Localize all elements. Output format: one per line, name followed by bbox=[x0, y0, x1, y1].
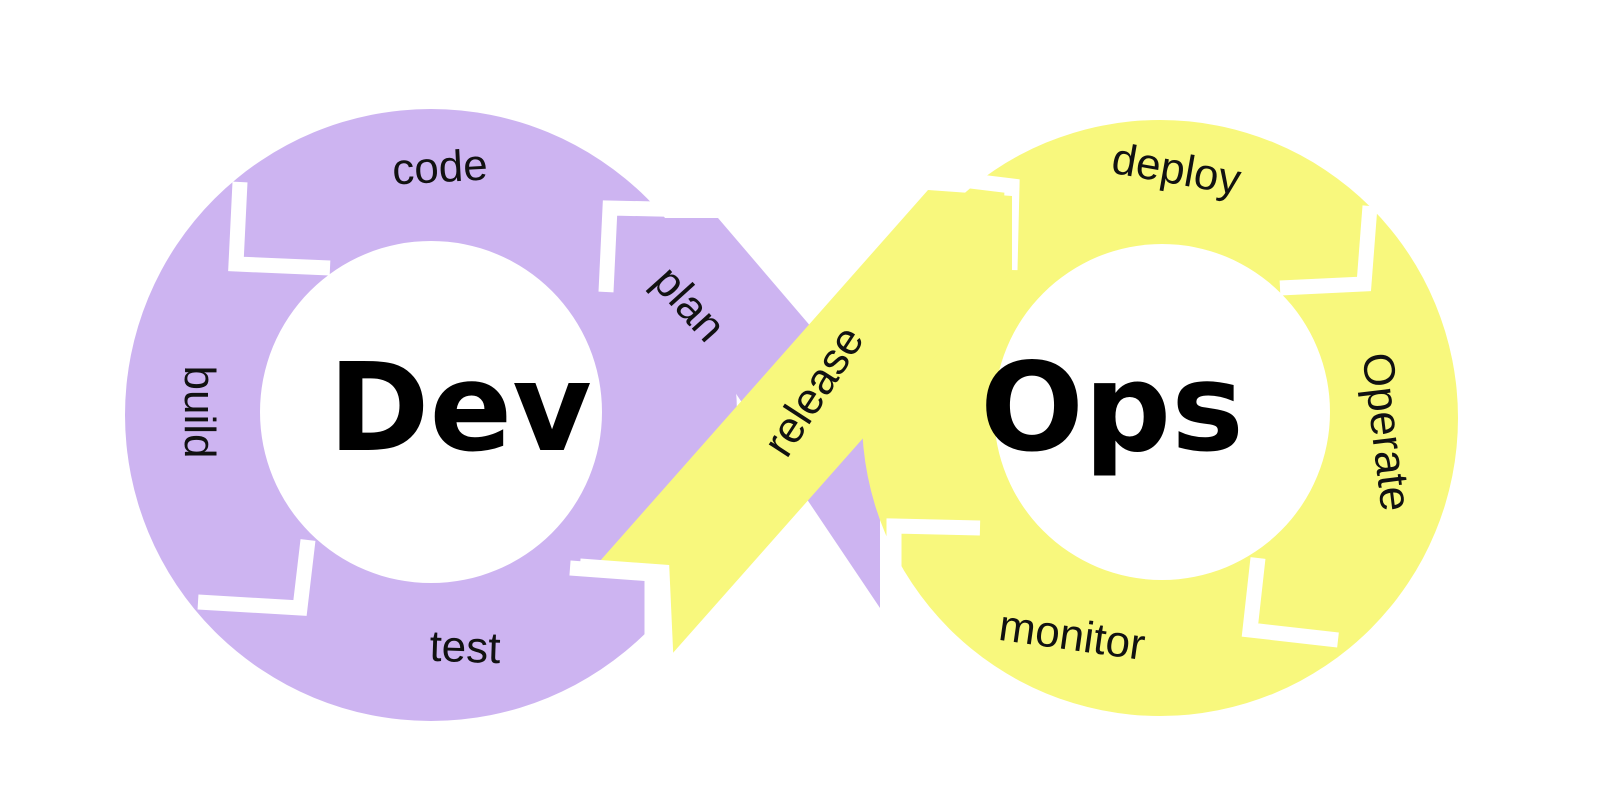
release-band-group bbox=[579, 190, 1012, 661]
gap-deploy-operate bbox=[1279, 205, 1378, 296]
step-label-code: code bbox=[391, 141, 489, 195]
gap-build-test bbox=[197, 539, 316, 616]
gap-release-start bbox=[579, 558, 674, 661]
dev-title: Dev bbox=[328, 337, 592, 479]
release-band bbox=[592, 190, 1012, 654]
step-label-build: build bbox=[175, 366, 224, 459]
gap-code-build bbox=[228, 181, 331, 276]
ops-title: Ops bbox=[980, 337, 1244, 479]
step-label-test: test bbox=[429, 622, 502, 673]
gap-operate-monitor bbox=[1241, 557, 1339, 648]
gap-monitor-loop bbox=[886, 518, 981, 616]
gap-code-plan bbox=[598, 200, 701, 293]
